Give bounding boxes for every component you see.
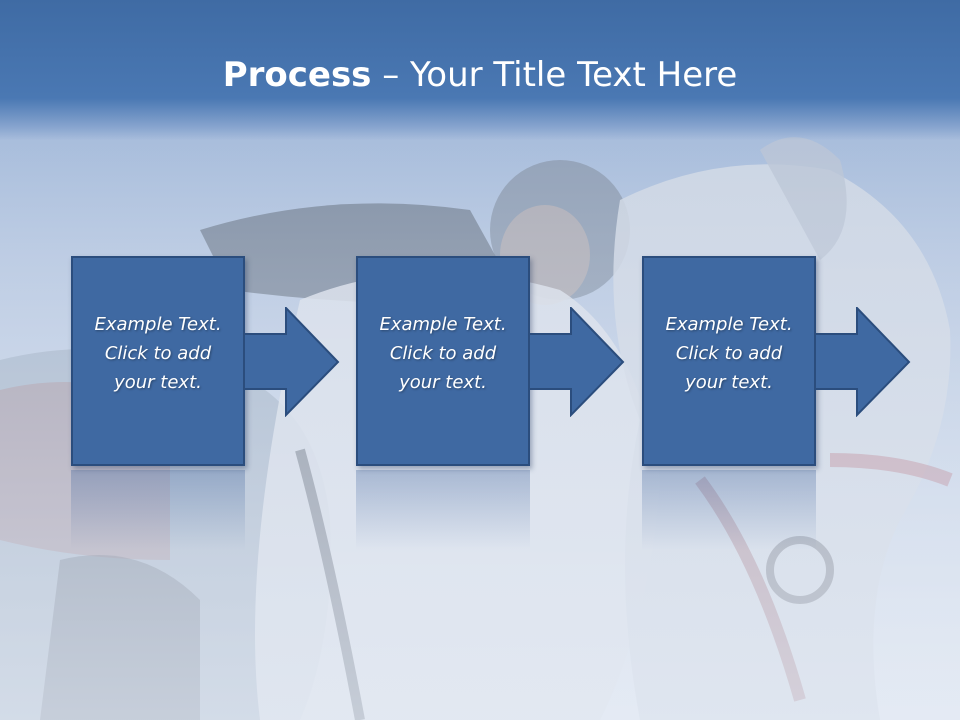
step-text-line-3: your text. [114,372,202,393]
slide-title[interactable]: Process – Your Title Text Here [0,52,960,98]
step-text-line-3: your text. [399,372,487,393]
step-text: Example Text. Click to add your text. [358,310,528,397]
step-text-line-1: Example Text. [665,314,793,335]
step-text-line-2: Click to add [104,343,212,364]
step-text-line-2: Click to add [389,343,497,364]
step-text-line-3: your text. [685,372,773,393]
step-reflection [642,470,816,550]
arrow-right-icon [529,307,625,417]
arrow-right-icon [815,307,911,417]
step-text-line-2: Click to add [675,343,783,364]
step-text: Example Text. Click to add your text. [644,310,814,397]
title-band [0,0,960,140]
step-reflection [356,470,530,550]
step-text-line-1: Example Text. [94,314,222,335]
process-step-3[interactable]: Example Text. Click to add your text. [642,256,816,466]
arrow-right-icon [244,307,340,417]
process-step-1[interactable]: Example Text. Click to add your text. [71,256,245,466]
step-text-line-1: Example Text. [379,314,507,335]
title-bold-part: Process [222,55,372,95]
step-reflection [71,470,245,550]
title-rest-part: – Your Title Text Here [371,55,738,95]
step-text: Example Text. Click to add your text. [73,310,243,397]
process-step-2[interactable]: Example Text. Click to add your text. [356,256,530,466]
